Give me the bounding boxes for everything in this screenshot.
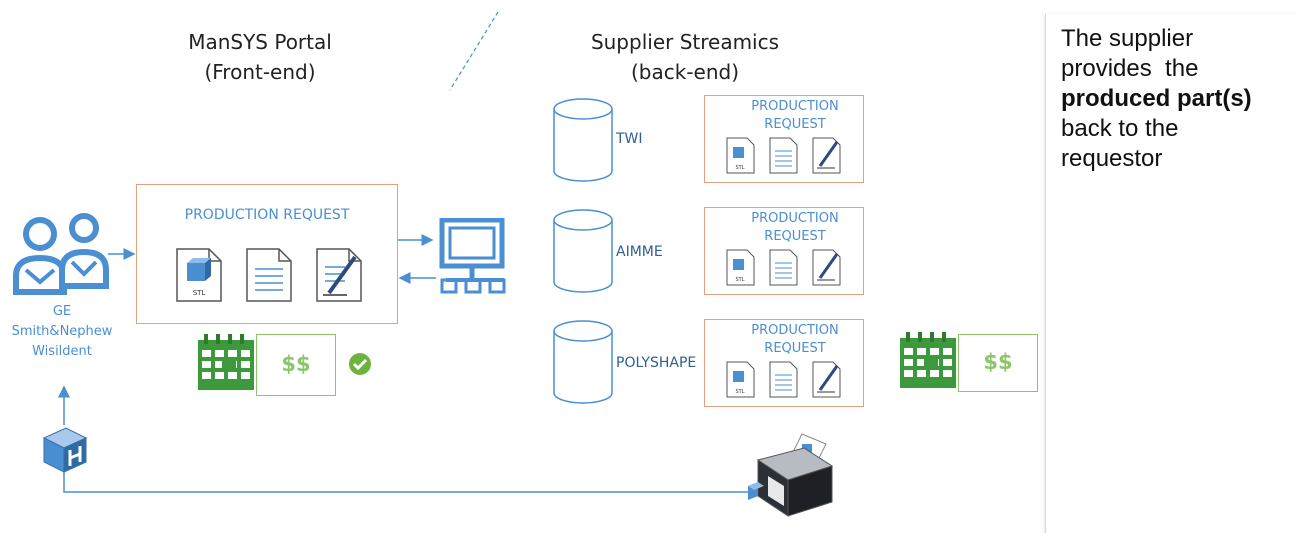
signed-document-icon [316,248,362,302]
database-label-polyshape: POLYSHAPE [616,355,697,371]
side-panel-text: The supplier provides the produced part(… [1061,24,1252,174]
side-line-3-bold: produced part(s) [1061,85,1252,112]
main-production-request[interactable]: PRODUCTION REQUEST STL [136,184,398,324]
stl-text: STL [735,277,744,283]
supplier-title-line1: Supplier Streamics [590,30,780,54]
3d-printer-icon [748,433,834,517]
request-line2: REQUEST [764,117,826,132]
portal-title-line2: (Front-end) [204,60,316,84]
production-request-aimme[interactable]: PRODUCTION REQUEST STL [704,207,864,295]
request-label-aimme: PRODUCTION REQUEST [725,210,865,246]
main-request-label: PRODUCTION REQUEST [184,207,350,223]
computer-icon [439,218,506,294]
request-line1: PRODUCTION [751,211,839,226]
supplier-title: Supplier Streamics (back-end) [560,27,810,87]
request-label-twi: PRODUCTION REQUEST [725,98,865,134]
request-line1: PRODUCTION [751,99,839,114]
supplier-title-line2: (back-end) [630,60,740,84]
requestor-wisildent: Wisildent [32,344,92,359]
production-request-twi[interactable]: PRODUCTION REQUEST STL [704,95,864,183]
users-icon [13,213,109,295]
request-icons-polyshape: STL [726,361,841,398]
requestor-smith-nephew: Smith&Nephew [11,324,113,339]
stl-text: STL [735,165,744,171]
stl-text: STL [193,289,206,297]
database-icon-aimme [553,209,613,293]
database-label-aimme: AIMME [616,244,663,260]
side-line-3: produced part(s) [1061,84,1252,114]
money-label-left: $$ [281,352,311,376]
request-line1: PRODUCTION [751,323,839,338]
database-label-twi: TWI [616,131,643,147]
request-icons-twi: STL [726,137,841,174]
side-line-4: back to the [1061,115,1179,142]
calendar-icon [198,334,254,390]
portal-title-line1: ManSYS Portal [188,30,332,54]
calendar-icon-right [900,332,956,388]
production-request-polyshape[interactable]: PRODUCTION REQUEST STL [704,319,864,407]
database-icon-twi [553,98,613,182]
check-circle-icon [349,353,371,375]
request-label-polyshape: PRODUCTION REQUEST [725,322,865,358]
request-icons-aimme: STL [726,249,841,286]
database-icon-polyshape [553,320,613,404]
side-line-1: The supplier [1061,25,1194,52]
payment-box-right: $$ [958,334,1038,392]
request-line2: REQUEST [764,341,826,356]
return-path-line [63,452,752,493]
stl-file-icon: STL [176,248,222,302]
requestor-names: GE Smith&Nephew Wisildent [2,302,122,362]
package-icon [42,427,88,473]
front-back-separator [449,11,499,91]
portal-title: ManSYS Portal (Front-end) [150,27,370,87]
money-label-right: $$ [983,350,1013,374]
side-line-2: provides the [1061,55,1199,82]
side-line-5: requestor [1061,145,1163,172]
side-panel: The supplier provides the produced part(… [1045,14,1300,533]
stl-text: STL [735,389,744,395]
requestor-ge: GE [52,304,72,319]
request-line2: REQUEST [764,229,826,244]
document-icon [246,248,292,302]
payment-box-left: $$ [256,334,336,396]
